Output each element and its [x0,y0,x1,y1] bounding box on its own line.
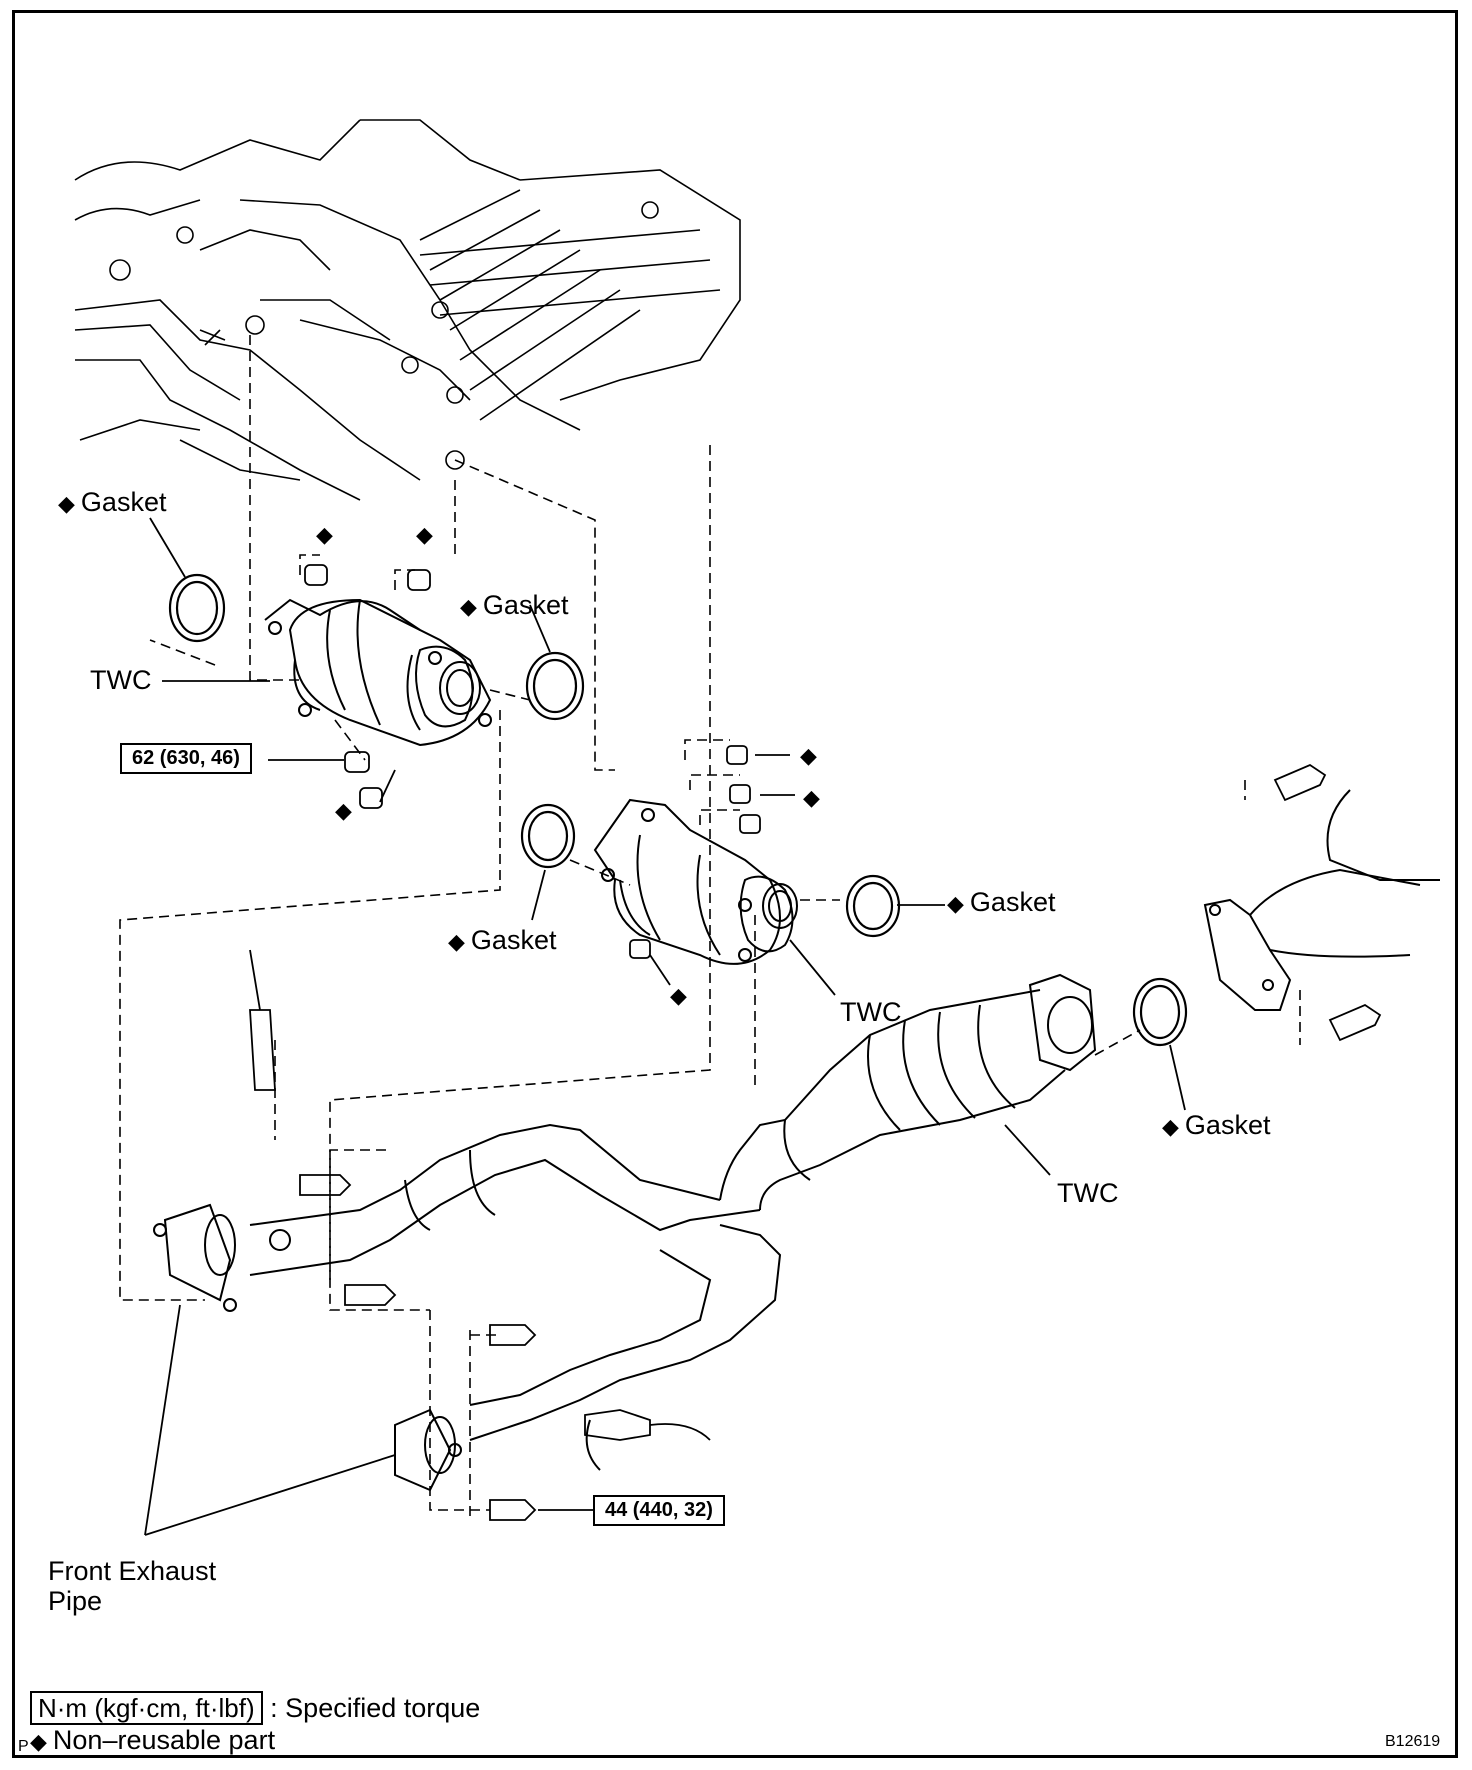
nonreusable-marker: ◆ [316,522,333,547]
gasket-rings [168,573,1188,1047]
nonreusable-marker: ◆ [416,522,433,547]
figure-id: B12619 [1385,1733,1441,1750]
legend-unit-box: N·m (kgf·cm, ft·lbf) [30,1691,263,1725]
torque-spec-lower: 44 (440, 32) [593,1495,725,1526]
gasket-label-3: ◆Gasket [448,925,557,955]
gasket-label-4: ◆Gasket [947,887,1056,917]
rear-pipe-flange [1203,789,1440,1011]
twc-label-2: TWC [840,997,902,1027]
leader-lines [144,517,1186,1536]
nonreusable-marker: ◆ [803,785,820,810]
twc-upper [264,598,492,747]
diagram-frame [12,10,1458,1758]
engine-underside-drawing [74,119,741,501]
front-exhaust-pipe-and-twc [153,973,1097,1492]
twc-middle [593,798,798,965]
twc-label-3: TWC [1057,1178,1119,1208]
legend-nonreusable: ◆Non–reusable part [30,1725,276,1755]
corner-mark: P [18,1738,29,1755]
twc-label-1: TWC [90,665,152,695]
legend-torque: N·m (kgf·cm, ft·lbf) : Specified torque [30,1691,481,1725]
nonreusable-marker: ◆ [335,798,352,823]
nonreusable-marker: ◆ [800,743,817,768]
nonreusable-marker: ◆ [670,983,687,1008]
torque-spec-upper: 62 (630, 46) [120,743,252,774]
gasket-label-5: ◆Gasket [1162,1110,1271,1140]
gasket-label-2: ◆Gasket [460,590,569,620]
front-exhaust-pipe-label: Front Exhaust Pipe [48,1556,217,1616]
alignment-lines [119,335,1301,1520]
fasteners [249,564,1382,1521]
gasket-label-1: ◆Gasket [58,487,167,517]
legend-unit-desc: : Specified torque [270,1693,481,1723]
